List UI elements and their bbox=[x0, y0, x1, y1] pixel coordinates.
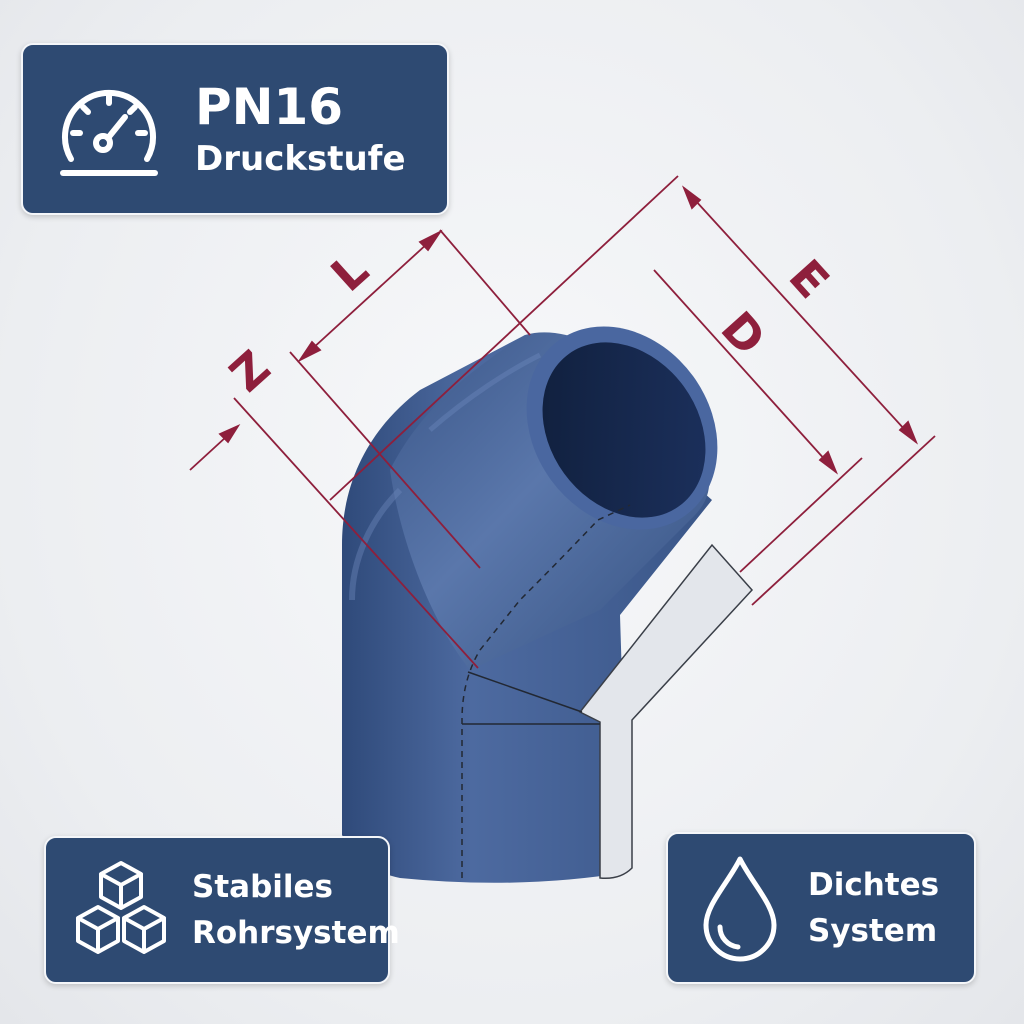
tight-system-badge: Dichtes System bbox=[666, 832, 976, 984]
cutaway-wall bbox=[578, 543, 754, 880]
stable-line2: Rohrsystem bbox=[192, 915, 400, 951]
tight-line1: Dichtes bbox=[808, 867, 940, 903]
dim-label-l: L bbox=[321, 242, 379, 302]
stable-line1: Stabiles bbox=[192, 869, 333, 905]
stable-system-badge: Stabiles Rohrsystem bbox=[44, 836, 400, 984]
tight-line2: System bbox=[808, 913, 938, 949]
dim-label-e: E bbox=[779, 249, 840, 308]
gauge-icon bbox=[53, 73, 165, 185]
pressure-label: Druckstufe bbox=[195, 139, 406, 179]
dim-label-z: Z bbox=[219, 340, 280, 402]
hidden-edges bbox=[461, 504, 631, 878]
dimension-lines bbox=[189, 175, 936, 669]
pressure-rating: PN16 bbox=[195, 78, 344, 136]
elbow-body bbox=[342, 326, 718, 883]
dim-label-d: D bbox=[711, 301, 777, 366]
droplet-icon bbox=[698, 853, 782, 963]
cubes-icon bbox=[68, 857, 174, 963]
pressure-badge: PN16 Druckstufe bbox=[21, 43, 449, 215]
